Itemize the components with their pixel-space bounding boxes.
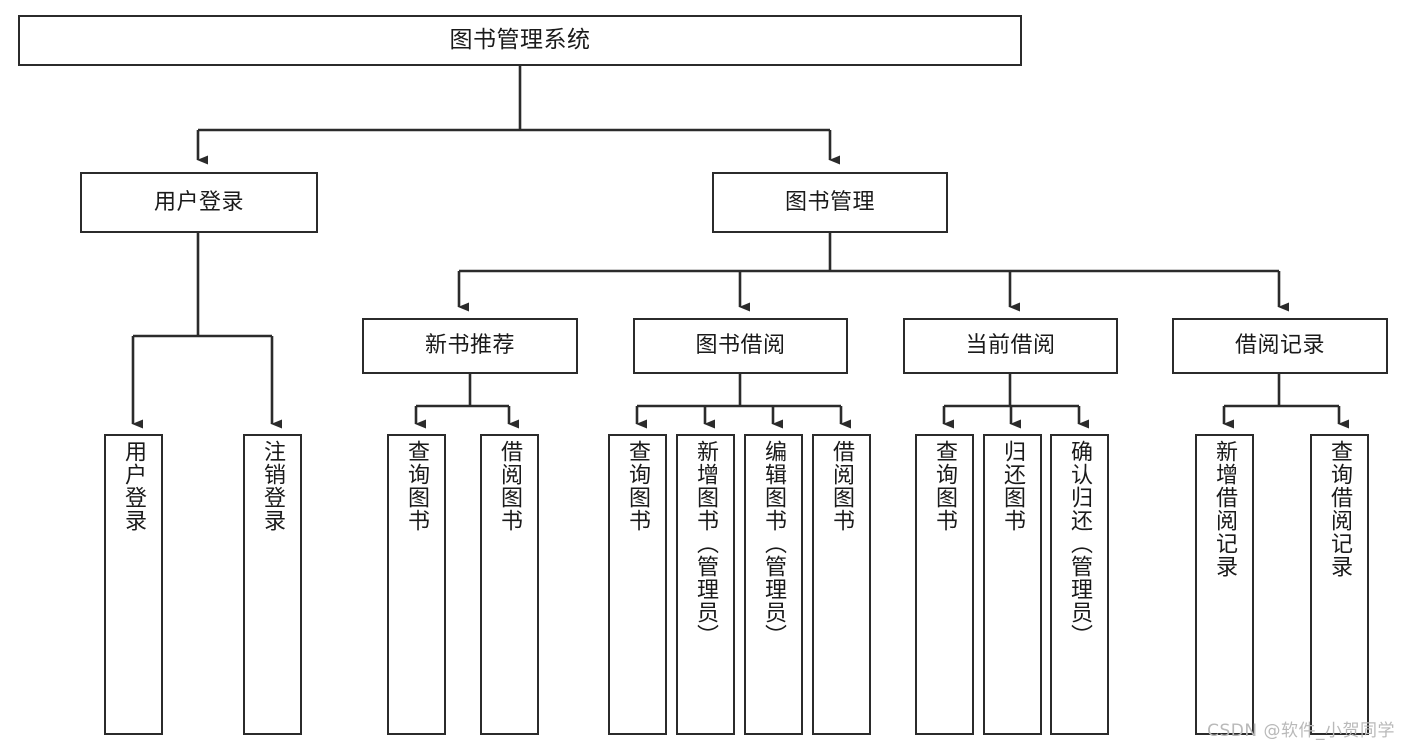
leaf-query-book-recommend[interactable]: 查询图书	[387, 434, 446, 735]
leaf-borrow-book-label: 借阅图书	[829, 440, 855, 532]
leaf-query-book-current[interactable]: 查询图书	[915, 434, 974, 735]
leaf-user-login-label: 用户登录	[121, 440, 147, 532]
leaf-query-book-borrow-label: 查询图书	[625, 440, 651, 532]
node-current-borrow[interactable]: 当前借阅	[903, 318, 1118, 374]
node-book-management[interactable]: 图书管理	[712, 172, 948, 233]
leaf-edit-book-admin-label: 编辑图书（管理员）	[761, 440, 787, 647]
leaf-add-borrow-record[interactable]: 新增借阅记录	[1195, 434, 1254, 735]
leaf-query-book-borrow[interactable]: 查询图书	[608, 434, 667, 735]
leaf-query-borrow-record-label: 查询借阅记录	[1327, 440, 1353, 578]
node-user-login-label: 用户登录	[153, 189, 244, 215]
node-root[interactable]: 图书管理系统	[18, 15, 1022, 66]
leaf-return-book[interactable]: 归还图书	[983, 434, 1042, 735]
node-current-borrow-label: 当前借阅	[965, 333, 1056, 359]
leaf-borrow-book-recommend[interactable]: 借阅图书	[480, 434, 539, 735]
leaf-borrow-book[interactable]: 借阅图书	[812, 434, 871, 735]
leaf-edit-book-admin[interactable]: 编辑图书（管理员）	[744, 434, 803, 735]
node-borrow-record[interactable]: 借阅记录	[1172, 318, 1388, 374]
leaf-logout[interactable]: 注销登录	[243, 434, 302, 735]
leaf-query-borrow-record[interactable]: 查询借阅记录	[1310, 434, 1369, 735]
watermark: CSDN @软件_小贺同学	[1207, 721, 1395, 741]
leaf-confirm-return-admin[interactable]: 确认归还（管理员）	[1050, 434, 1109, 735]
leaf-query-book-current-label: 查询图书	[932, 440, 958, 532]
node-new-book-recommend-label: 新书推荐	[424, 333, 515, 359]
node-user-login[interactable]: 用户登录	[80, 172, 318, 233]
leaf-return-book-label: 归还图书	[1000, 440, 1026, 532]
leaf-add-borrow-record-label: 新增借阅记录	[1212, 440, 1238, 578]
leaf-confirm-return-admin-label: 确认归还（管理员）	[1067, 440, 1093, 647]
node-book-management-label: 图书管理	[784, 189, 875, 215]
leaf-query-book-recommend-label: 查询图书	[404, 440, 430, 532]
leaf-add-book-admin-label: 新增图书（管理员）	[693, 440, 719, 647]
node-new-book-recommend[interactable]: 新书推荐	[362, 318, 578, 374]
node-root-label: 图书管理系统	[449, 27, 591, 54]
node-book-borrow-label: 图书借阅	[695, 333, 786, 359]
leaf-user-login[interactable]: 用户登录	[104, 434, 163, 735]
node-book-borrow[interactable]: 图书借阅	[633, 318, 848, 374]
leaf-add-book-admin[interactable]: 新增图书（管理员）	[676, 434, 735, 735]
leaf-logout-label: 注销登录	[260, 440, 286, 532]
node-borrow-record-label: 借阅记录	[1234, 333, 1325, 359]
leaf-borrow-book-recommend-label: 借阅图书	[497, 440, 523, 532]
